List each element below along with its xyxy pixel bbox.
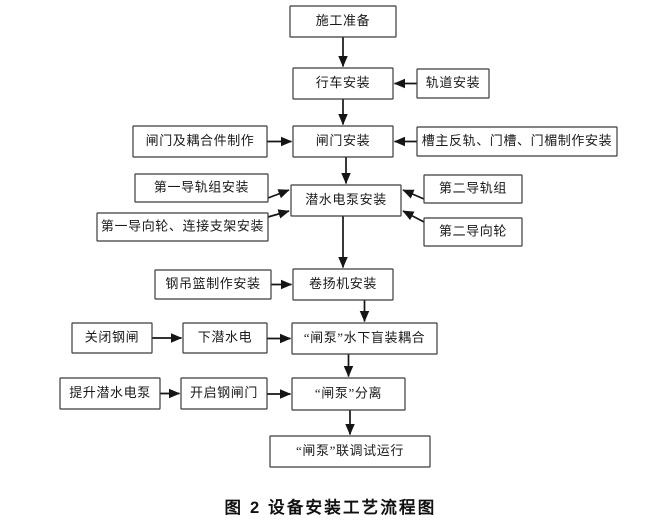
flow-node: 潜水电泵安装	[290, 184, 402, 217]
node-label: 关闭钢闸	[85, 329, 139, 344]
node-label: 行车安装	[316, 75, 370, 90]
flow-node: 钢吊篮制作安装	[154, 269, 272, 300]
node-label: “闸泵”水下盲装耦合	[304, 330, 426, 345]
node-box	[154, 269, 272, 300]
flow-node: 第二导轨组	[423, 174, 523, 204]
flow-node: “闸泵”联调试运行	[269, 435, 431, 468]
flow-arrow	[402, 189, 425, 200]
flow-node: 第二导向轮	[423, 217, 523, 247]
flow-node: 槽主反轨、门槽、门楣制作安装	[416, 126, 618, 157]
flow-node: 第一导向轮、连接支架安装	[96, 212, 269, 242]
node-label: 潜水电泵安装	[305, 192, 387, 207]
node-label: 提升潜水电泵	[69, 385, 151, 400]
node-label: 第二导向轮	[439, 223, 507, 238]
node-box	[134, 173, 269, 203]
node-box	[292, 268, 394, 301]
flow-node: 第一导轨组安装	[134, 173, 269, 203]
node-box	[423, 217, 523, 247]
node-label: 第一导轨组安装	[154, 179, 249, 194]
flow-arrow	[402, 210, 425, 223]
node-box	[416, 126, 618, 157]
node-box	[291, 377, 406, 411]
node-box	[290, 184, 402, 217]
node-box	[96, 212, 269, 242]
edge-layer	[152, 37, 425, 436]
node-box	[416, 68, 490, 99]
flow-node: 闸门安装	[292, 125, 394, 158]
node-label: 闸门安装	[316, 133, 370, 148]
flow-node: 闸门及耦合件制作	[132, 125, 268, 158]
node-label: 槽主反轨、门槽、门楣制作安装	[422, 133, 612, 148]
node-box	[132, 125, 268, 158]
figure-caption: 图 2 设备安装工艺流程图	[224, 499, 437, 517]
flow-node: 提升潜水电泵	[59, 377, 161, 410]
flow-node: 轨道安装	[416, 68, 490, 99]
node-label: 开启钢闸门	[190, 385, 258, 400]
node-label: “闸泵”分离	[315, 385, 382, 400]
flow-node: 施工准备	[289, 5, 397, 38]
flow-arrow	[267, 209, 290, 219]
node-box	[269, 435, 431, 468]
node-label: 轨道安装	[426, 75, 480, 90]
node-box	[182, 322, 268, 354]
node-box	[292, 67, 394, 100]
node-label: 第二导轨组	[439, 180, 507, 195]
node-label: 下潜水电	[198, 329, 252, 344]
node-box	[291, 322, 438, 355]
flow-arrow	[267, 189, 290, 199]
node-box	[71, 322, 153, 354]
flow-node: 行车安装	[292, 67, 394, 100]
flow-node: 开启钢闸门	[180, 377, 268, 410]
node-label: 卷扬机安装	[309, 276, 377, 291]
node-box	[59, 377, 161, 410]
node-label: 第一导向轮、连接支架安装	[101, 218, 264, 233]
node-box	[292, 125, 394, 158]
node-box	[423, 174, 523, 204]
flow-node: “闸泵”水下盲装耦合	[291, 322, 438, 355]
node-label: 钢吊篮制作安装	[165, 276, 260, 291]
flow-node: 卷扬机安装	[292, 268, 394, 301]
node-label: 施工准备	[316, 13, 370, 28]
node-box	[180, 377, 268, 410]
flow-node: 关闭钢闸	[71, 322, 153, 354]
flow-node: 下潜水电	[182, 322, 268, 354]
node-label: “闸泵”联调试运行	[296, 443, 404, 458]
node-box	[289, 5, 397, 38]
flow-node: “闸泵”分离	[291, 377, 406, 411]
node-label: 闸门及耦合件制作	[146, 133, 255, 148]
